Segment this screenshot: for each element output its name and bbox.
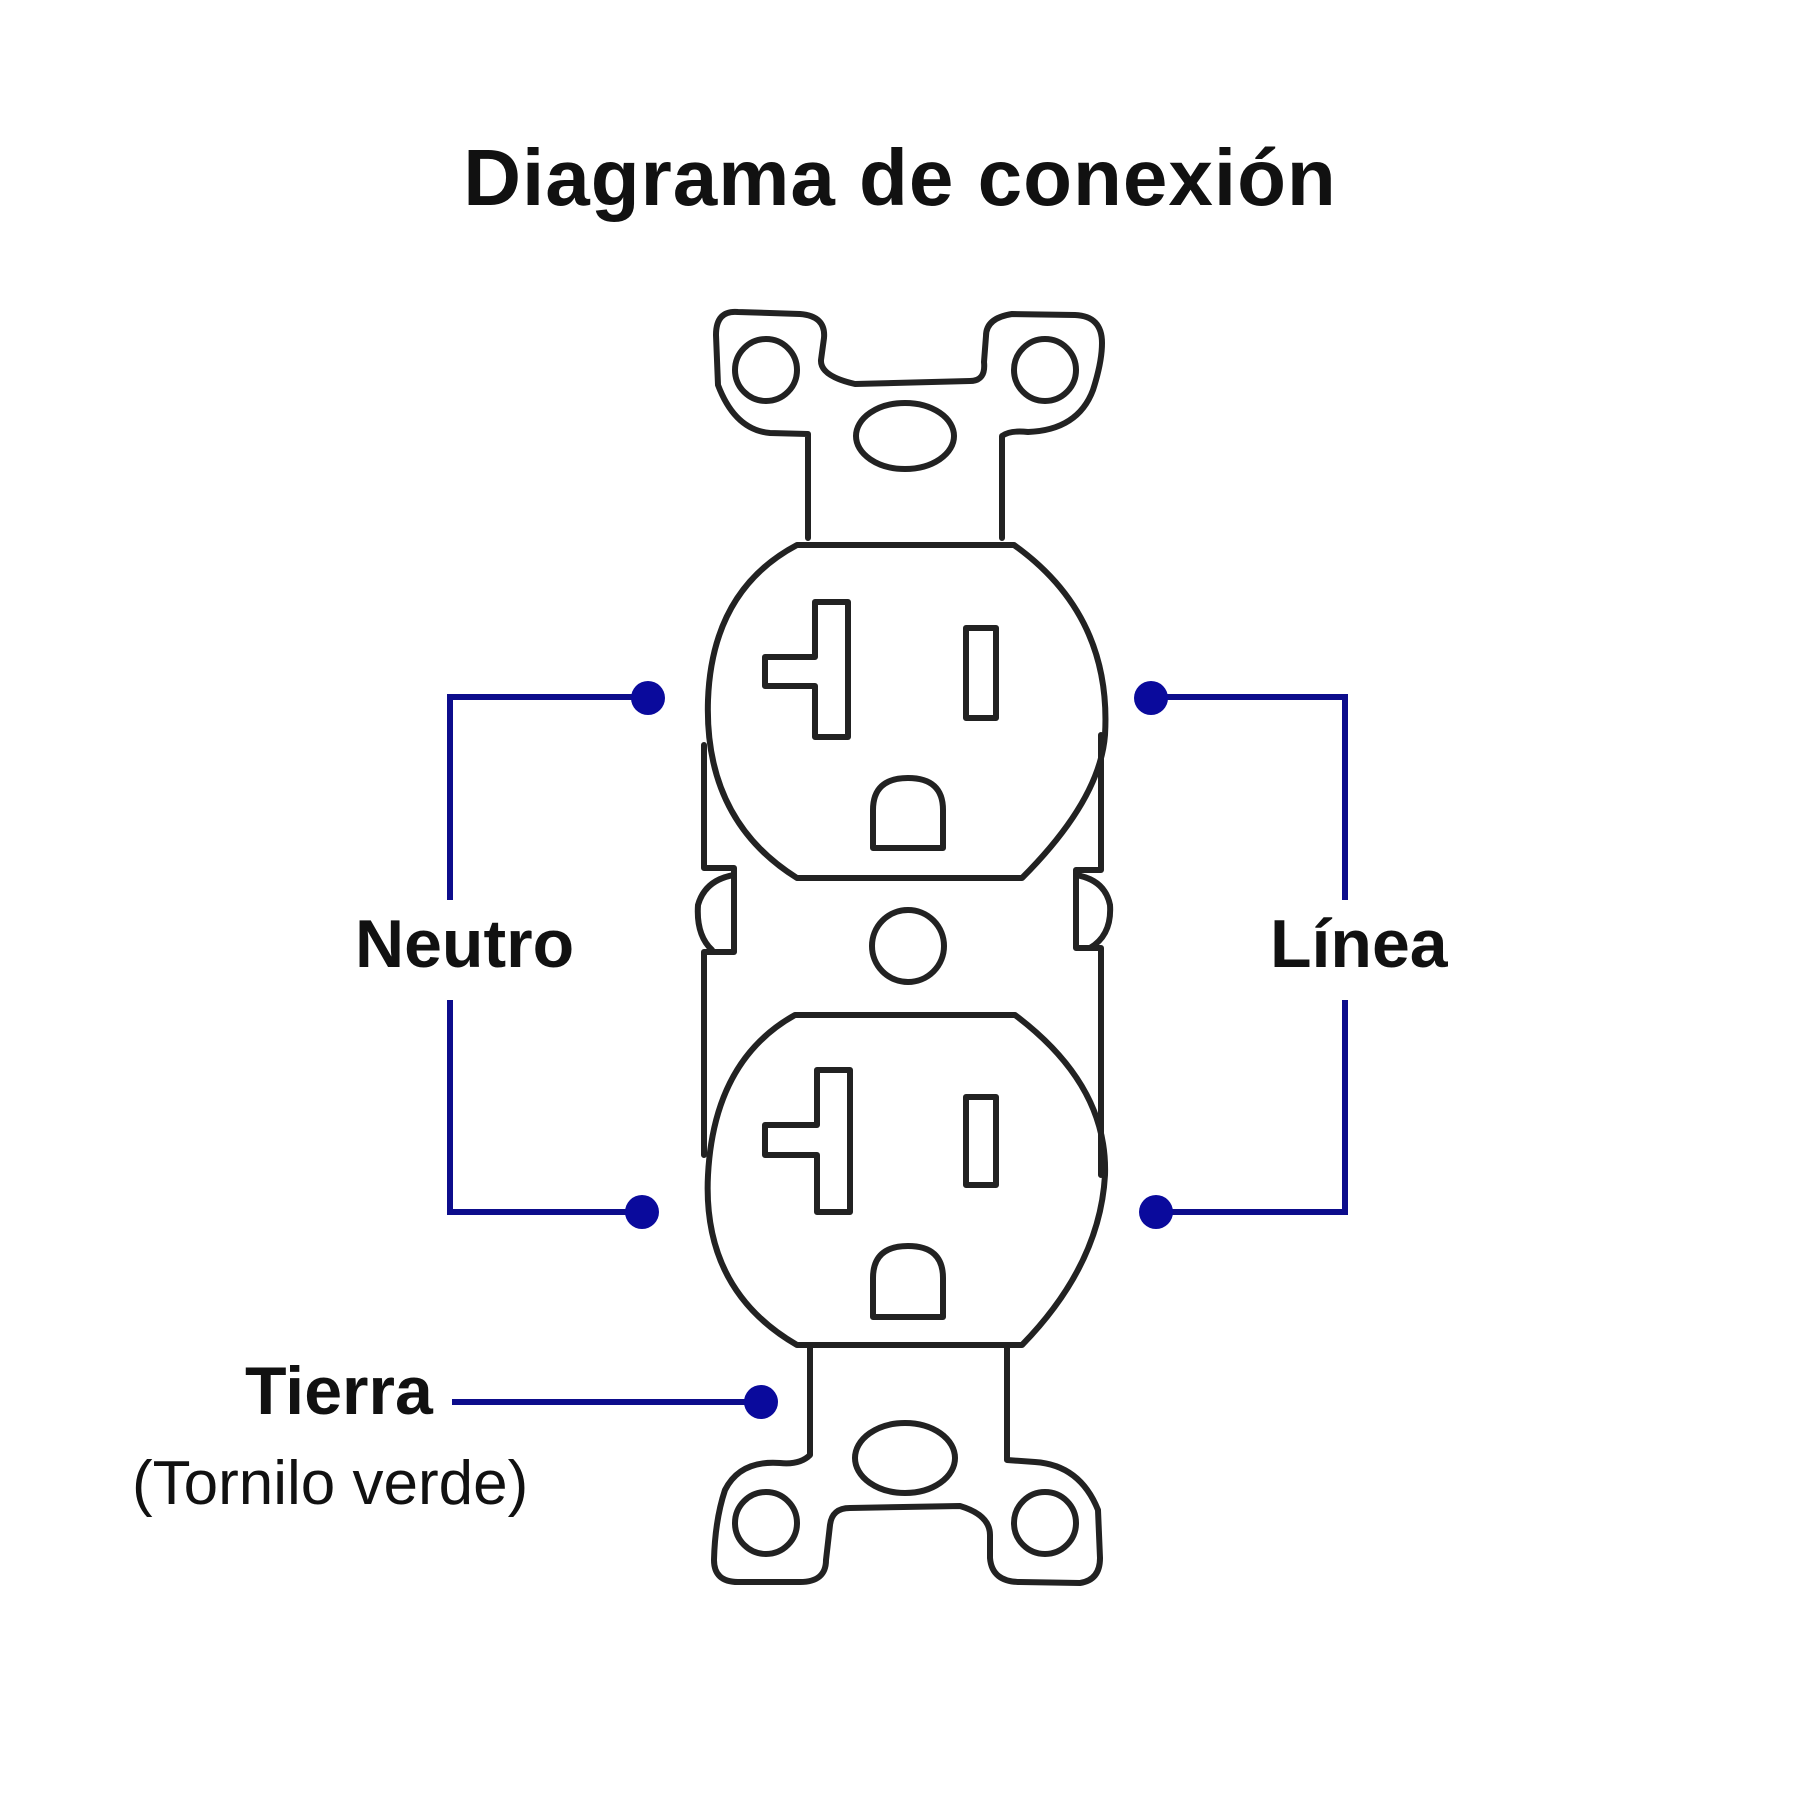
duplex-outlet	[694, 308, 1114, 1586]
neutral-top-wire	[447, 694, 648, 900]
top-mounting-strap	[713, 308, 1105, 541]
top-left-screw-hole	[732, 336, 800, 404]
neutral-bottom-wire	[447, 1000, 640, 1215]
line-label: Línea	[1270, 906, 1448, 982]
top-ground-hole	[870, 775, 946, 851]
ground-terminal	[744, 1385, 778, 1419]
top-right-screw-hole	[1011, 336, 1079, 404]
left-body-wall	[701, 742, 737, 1158]
neutral-top-terminal	[631, 681, 665, 715]
bottom-ground-slot	[762, 1067, 853, 1215]
bottom-mounting-slot	[852, 1420, 958, 1496]
right-side-tab	[1073, 872, 1114, 951]
line-top-terminal	[1134, 681, 1168, 715]
top-mounting-slot	[853, 400, 957, 472]
line-bottom-wire	[1155, 1000, 1348, 1215]
diagram-title: Diagrama de conexión	[463, 133, 1337, 222]
bottom-receptacle-face	[704, 1012, 1109, 1348]
bottom-right-screw-hole	[1011, 1489, 1079, 1557]
left-side-tab	[694, 872, 737, 953]
center-screw	[869, 907, 947, 985]
neutral-bottom-terminal	[625, 1195, 659, 1229]
top-neutral-slot	[963, 625, 999, 721]
top-receptacle-face	[704, 542, 1109, 881]
bottom-left-screw-hole	[732, 1489, 800, 1557]
ground-note-label: (Tornilo verde)	[132, 1449, 529, 1518]
line-top-wire	[1150, 694, 1348, 900]
right-body-wall	[1073, 732, 1104, 1178]
terminal-dots	[625, 681, 1173, 1419]
bottom-mounting-strap	[711, 1342, 1103, 1586]
bottom-neutral-slot	[963, 1094, 999, 1188]
top-ground-slot	[762, 599, 851, 740]
ground-label: Tierra	[245, 1353, 433, 1429]
wire-leaders	[447, 694, 1348, 1405]
line-bottom-terminal	[1139, 1195, 1173, 1229]
bottom-ground-hole	[870, 1243, 946, 1320]
neutral-label: Neutro	[355, 906, 575, 982]
